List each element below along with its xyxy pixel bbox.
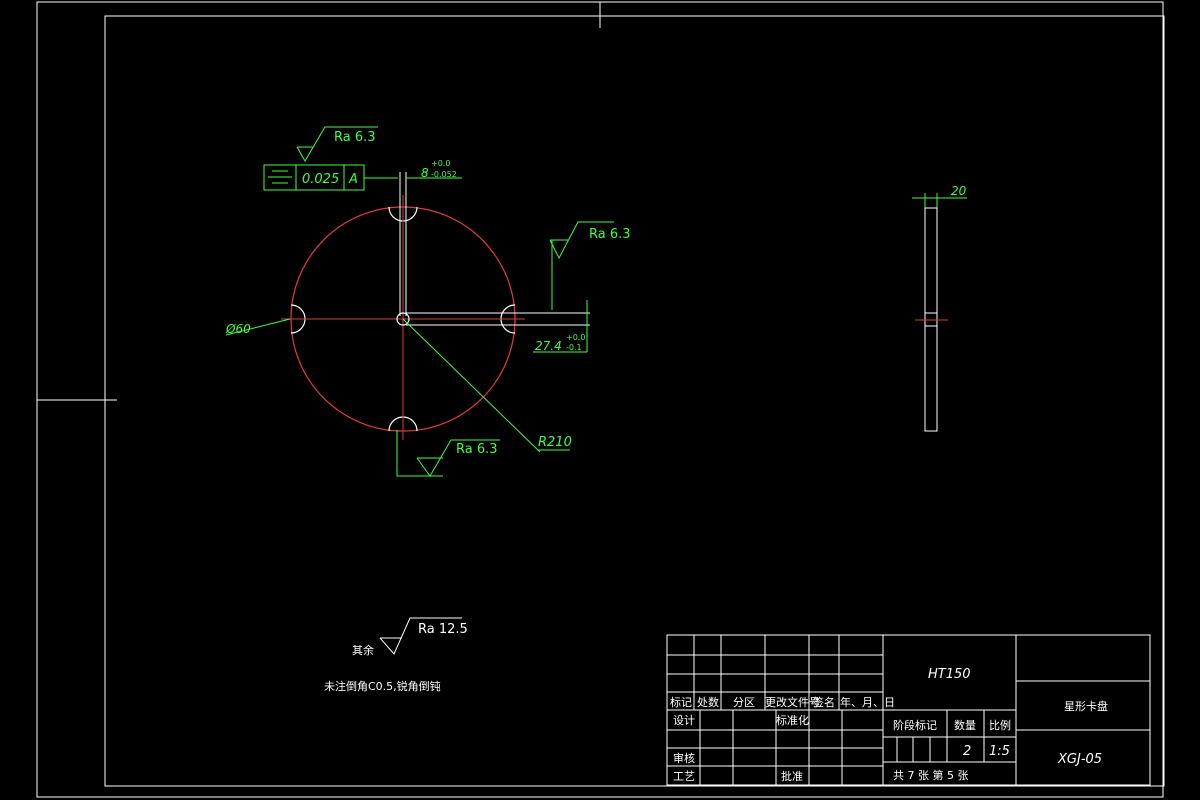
part-name-label: 星形卡盘 [1064, 699, 1108, 713]
diameter-leader [225, 318, 291, 336]
diameter-label: Ø60 [225, 322, 251, 336]
tb-sheets: 共 7 张 第 5 张 [893, 768, 968, 782]
ra-top-label: Ra 6.3 [334, 130, 376, 145]
tb-header-date: 年、月、日 [840, 695, 895, 709]
annotation-geometry [225, 126, 967, 477]
radius-leader [402, 318, 541, 453]
tb-header-sign: 签名 [813, 695, 835, 709]
roughness-bottom-leader [396, 430, 443, 477]
tolerance-datum: A [348, 172, 358, 187]
tb-header-mark: 标记 [670, 695, 692, 709]
title-block: HT150 星形卡盘 XGJ-05 标记 处数 分区 更改文件号 签名 年、月、… [666, 634, 1151, 786]
sheet-outer-border [36, 1, 1164, 798]
chamfer-note: 未注倒角C0.5,锐角倒钝 [324, 679, 441, 693]
ra-bottom-label: Ra 6.3 [456, 442, 498, 457]
tb-design: 设计 [673, 714, 695, 727]
tb-process: 工艺 [673, 770, 695, 783]
ra-right-label: Ra 6.3 [589, 227, 631, 242]
tb-header-zone: 分区 [733, 696, 755, 709]
drawing-no-label: XGJ-05 [1057, 752, 1102, 767]
roughness-symbol-top [296, 126, 378, 162]
tolerance-value: 0.025 [302, 172, 339, 187]
offset-tol-lower: -0.1 [566, 343, 582, 352]
tb-scale-value: 1:5 [989, 744, 1010, 759]
tb-header-count: 处数 [697, 696, 719, 709]
ra-rest-label: Ra 12.5 [418, 622, 468, 637]
center-hole [396, 312, 410, 326]
material-label: HT150 [928, 667, 971, 682]
roughness-symbol-rest [379, 617, 462, 655]
rest-label: 其余 [352, 643, 374, 657]
slot-width-value: 8 [421, 166, 429, 180]
radius-label: R210 [538, 435, 572, 450]
offset-tol-upper: +0.0 [566, 333, 585, 342]
tb-review: 审核 [673, 751, 695, 765]
offset-dim-value: 27.4 [535, 339, 562, 353]
thickness-label: 20 [951, 184, 967, 198]
tb-scale: 比例 [989, 718, 1011, 732]
tb-approve: 批准 [781, 769, 803, 783]
side-view [915, 207, 948, 432]
star-chuck-front-view [281, 172, 590, 440]
tb-header-doc: 更改文件号 [765, 695, 820, 709]
drawing-frame [104, 15, 1165, 787]
tb-weight: 数量 [954, 719, 976, 732]
roughness-symbol-right [549, 221, 614, 260]
slot-tol-upper: +0.0 [431, 159, 450, 168]
tb-weight-value: 2 [963, 744, 971, 759]
tb-stage: 阶段标记 [893, 718, 937, 732]
tb-standard: 标准化 [776, 713, 809, 727]
slot-tol-lower: -0.052 [431, 170, 457, 179]
